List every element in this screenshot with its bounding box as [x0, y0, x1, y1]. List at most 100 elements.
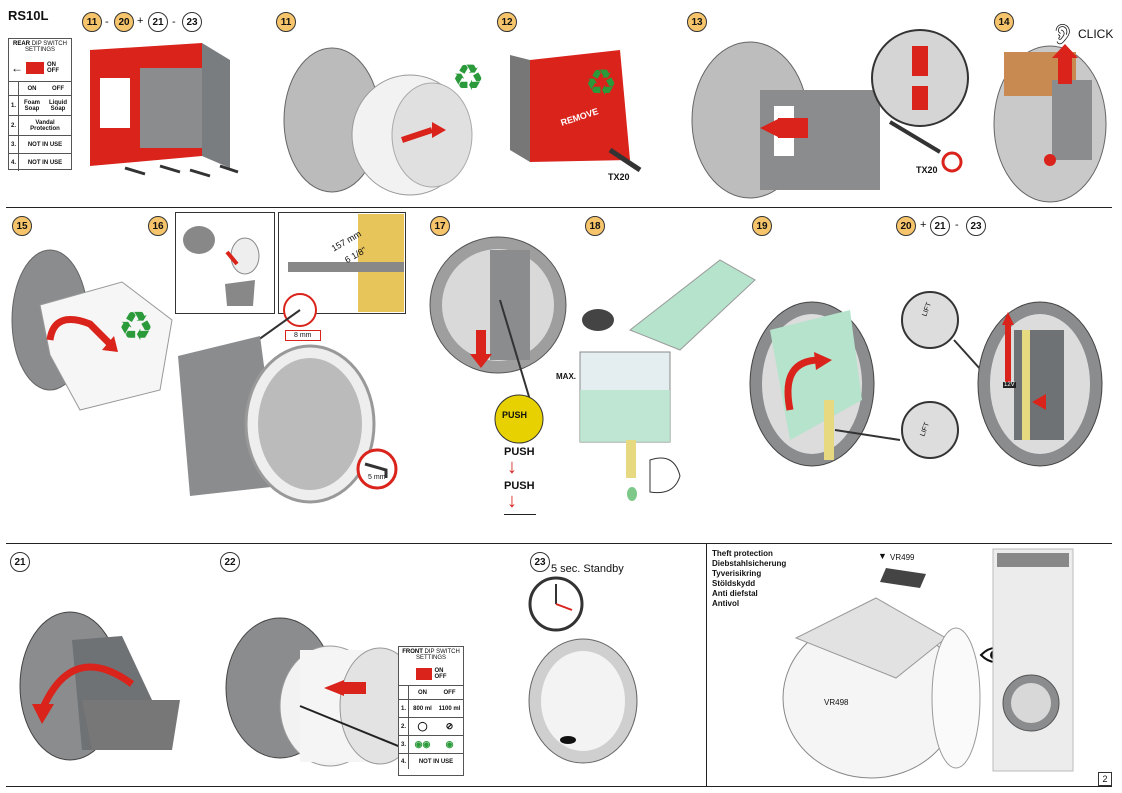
col-off: OFF — [52, 85, 64, 92]
vr498-label: VR498 — [824, 698, 849, 707]
step-14-badge: 14 — [994, 12, 1014, 32]
step-12-illustration: ♻ — [510, 50, 642, 173]
push-label-2: PUSH — [504, 480, 535, 492]
push-label-1: PUSH — [504, 446, 535, 458]
vr499-label: VR499 — [890, 553, 915, 562]
seq-badge-20: 20 — [114, 12, 134, 32]
step-13-illustration — [691, 29, 969, 199]
seq-badge-21: 21 — [148, 12, 168, 32]
theft-list: Theft protection Diebstahlsicherung Tyve… — [712, 549, 786, 609]
theft-sv: Stöldskydd — [712, 579, 756, 588]
double-drop-icon: ◉◉ — [414, 739, 431, 749]
cell: 800 ml — [413, 705, 432, 712]
clock-icon — [528, 576, 584, 632]
tx20-label: TX20 — [608, 172, 630, 182]
step-18-illustration — [579, 259, 756, 501]
divider-row-2 — [6, 543, 1112, 544]
step-19-badge: 19 — [752, 216, 772, 236]
cell: Foam Soap — [23, 99, 40, 112]
seq-plus: + — [920, 219, 927, 231]
no-light-icon: ⊘ — [445, 721, 454, 731]
step-14-illustration — [993, 44, 1107, 203]
col-off: OFF — [443, 689, 456, 696]
step-21-illustration — [19, 611, 180, 761]
click-label: CLICK — [1078, 27, 1114, 41]
step-16-badge: 16 — [148, 216, 168, 236]
step-16-detail-box-1 — [175, 212, 275, 314]
dip-switch-icon — [415, 668, 432, 680]
dip-switch-icon — [26, 62, 44, 74]
row-num: 3. — [9, 136, 19, 153]
divider-theft — [706, 543, 707, 787]
seq-dash: - — [955, 219, 959, 231]
arrow-down-icon: ↓ — [507, 456, 517, 478]
cell: NOT IN USE — [27, 159, 63, 166]
hex-key-icon — [356, 448, 398, 490]
push-button-label: PUSH — [502, 410, 528, 420]
step-21-badge: 21 — [10, 552, 30, 572]
push-baseline — [504, 514, 536, 515]
push-button-icon — [494, 394, 544, 444]
step-11-illustration: ♻ — [283, 47, 484, 196]
seq-badge-23: 23 — [966, 216, 986, 236]
step-23-illustration — [528, 638, 638, 764]
ear-icon: 👂︎ — [1050, 24, 1076, 46]
cell: Liquid Soap — [49, 99, 67, 112]
cell: Vandal Protection — [30, 119, 60, 132]
voltage-label: 12V — [1003, 382, 1016, 388]
theft-de: Diebstahlsicherung — [712, 559, 787, 568]
dim-8mm: 8 mm — [285, 330, 321, 341]
cell: NOT IN USE — [27, 141, 63, 148]
tx20-label-2: TX20 — [916, 165, 938, 175]
step-15-badge: 15 — [12, 216, 32, 236]
seq-badge-11: 11 — [82, 12, 102, 32]
theft-illustration — [782, 568, 981, 779]
on-label: ON — [434, 668, 444, 674]
row-num: 4. — [399, 754, 409, 769]
seq-plus: + — [137, 15, 144, 27]
arrow-left-icon: ← — [11, 61, 23, 75]
lightbulb-icon: ◯ — [417, 721, 428, 731]
row-num: 3. — [399, 736, 409, 753]
standby-label: 5 sec. Standby — [551, 563, 624, 575]
svg-text:♻: ♻ — [585, 62, 617, 103]
col-on: ON — [27, 85, 37, 92]
cell: NOT IN USE — [418, 758, 454, 765]
theft-en: Theft protection — [712, 549, 773, 558]
row-num: 2. — [9, 116, 19, 135]
dispenser-unit-illustration — [90, 43, 239, 178]
cell: 1100 ml — [438, 705, 461, 712]
model-title: RS10L — [8, 8, 49, 23]
row-num: 2. — [399, 718, 409, 735]
on-label: ON — [47, 62, 56, 68]
product-sheet-illustration — [992, 548, 1074, 772]
step-22-illustration — [225, 617, 421, 767]
step-22-badge: 22 — [220, 552, 240, 572]
step-13-badge: 13 — [687, 12, 707, 32]
off-label: OFF — [47, 68, 59, 74]
row-num: 1. — [399, 700, 409, 717]
svg-text:♻: ♻ — [118, 305, 154, 349]
dip-title: DIP SWITCH SETTINGS — [24, 41, 67, 53]
theft-nl: Anti diefstal — [712, 589, 758, 598]
arrow-down-icon: ↓ — [507, 490, 517, 512]
step-17-badge: 17 — [430, 216, 450, 236]
col-on: ON — [418, 689, 427, 696]
seq-badge-20: 20 — [896, 216, 916, 236]
svg-text:♻: ♻ — [452, 57, 484, 98]
page-number: 2 — [1098, 772, 1112, 786]
theft-no: Tyverisikring — [712, 569, 762, 578]
step-17-illustration — [429, 236, 567, 401]
dim-5mm: 5 mm — [368, 474, 386, 481]
theft-fr: Antivol — [712, 599, 740, 608]
step-23-badge: 23 — [530, 552, 550, 572]
rear-label: REAR — [13, 41, 31, 47]
step-11-badge: 11 — [276, 12, 296, 32]
border-bottom — [6, 786, 1112, 787]
row-num: 1. — [9, 96, 19, 115]
divider-row-1 — [6, 207, 1112, 208]
step-15-illustration: ♻ — [11, 249, 173, 411]
